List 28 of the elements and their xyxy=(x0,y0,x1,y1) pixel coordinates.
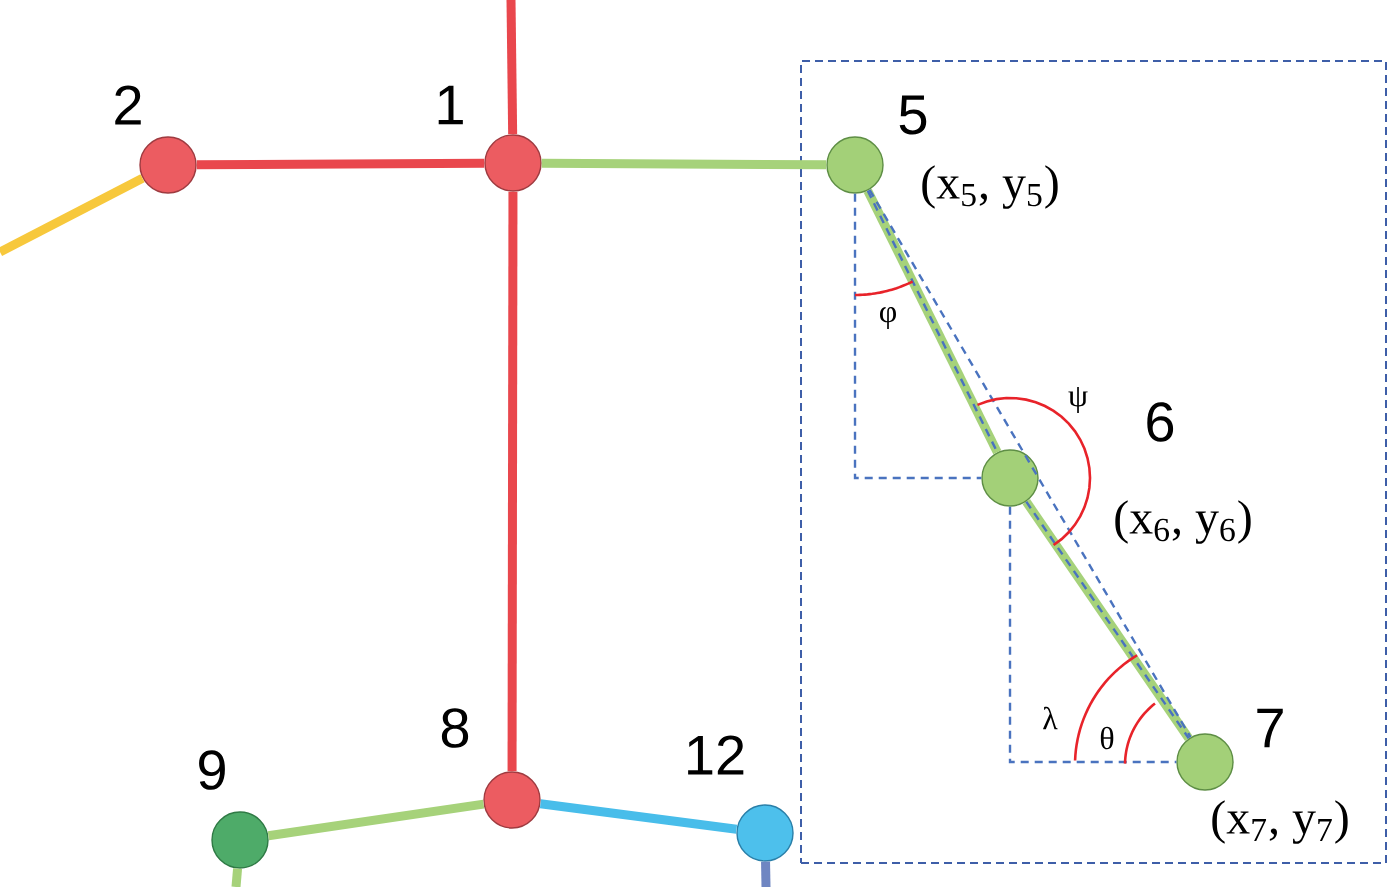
skeleton-limb xyxy=(506,0,518,135)
dashed-frame xyxy=(800,60,1387,864)
joint-number: 9 xyxy=(199,750,225,790)
joint-number: 12 xyxy=(688,735,744,775)
skeleton-limb xyxy=(761,861,771,887)
angle-label: ψ xyxy=(1068,386,1088,413)
skeleton-limb xyxy=(267,799,485,841)
coordinate-label: (x$_{5}$, y$_{5}$) xyxy=(922,165,1058,209)
joint-number: 1 xyxy=(438,85,463,125)
dashed-line xyxy=(1008,506,1177,764)
dashed-line xyxy=(868,189,1192,738)
angle-label: θ xyxy=(1100,726,1114,750)
skeleton-limb xyxy=(539,799,738,834)
skeleton-limb xyxy=(507,191,518,772)
coordinate-label: (x$_{7}$, y$_{7}$) xyxy=(1212,800,1348,844)
skeleton-limb xyxy=(0,174,145,256)
angle-label: λ xyxy=(1043,706,1058,730)
skeleton-limb xyxy=(231,868,243,887)
angle-label: φ xyxy=(880,307,896,329)
skeleton-limb xyxy=(541,158,827,170)
joint-number: 7 xyxy=(1257,708,1283,748)
coordinate-label: (x$_{6}$, y$_{6}$) xyxy=(1115,500,1251,544)
joint-number: 5 xyxy=(899,95,927,135)
skeleton-limb xyxy=(196,158,485,170)
joint-number: 2 xyxy=(115,85,141,125)
dashed-line xyxy=(853,193,982,480)
joint-number: 6 xyxy=(1147,402,1174,442)
joint-number: 8 xyxy=(441,708,469,748)
